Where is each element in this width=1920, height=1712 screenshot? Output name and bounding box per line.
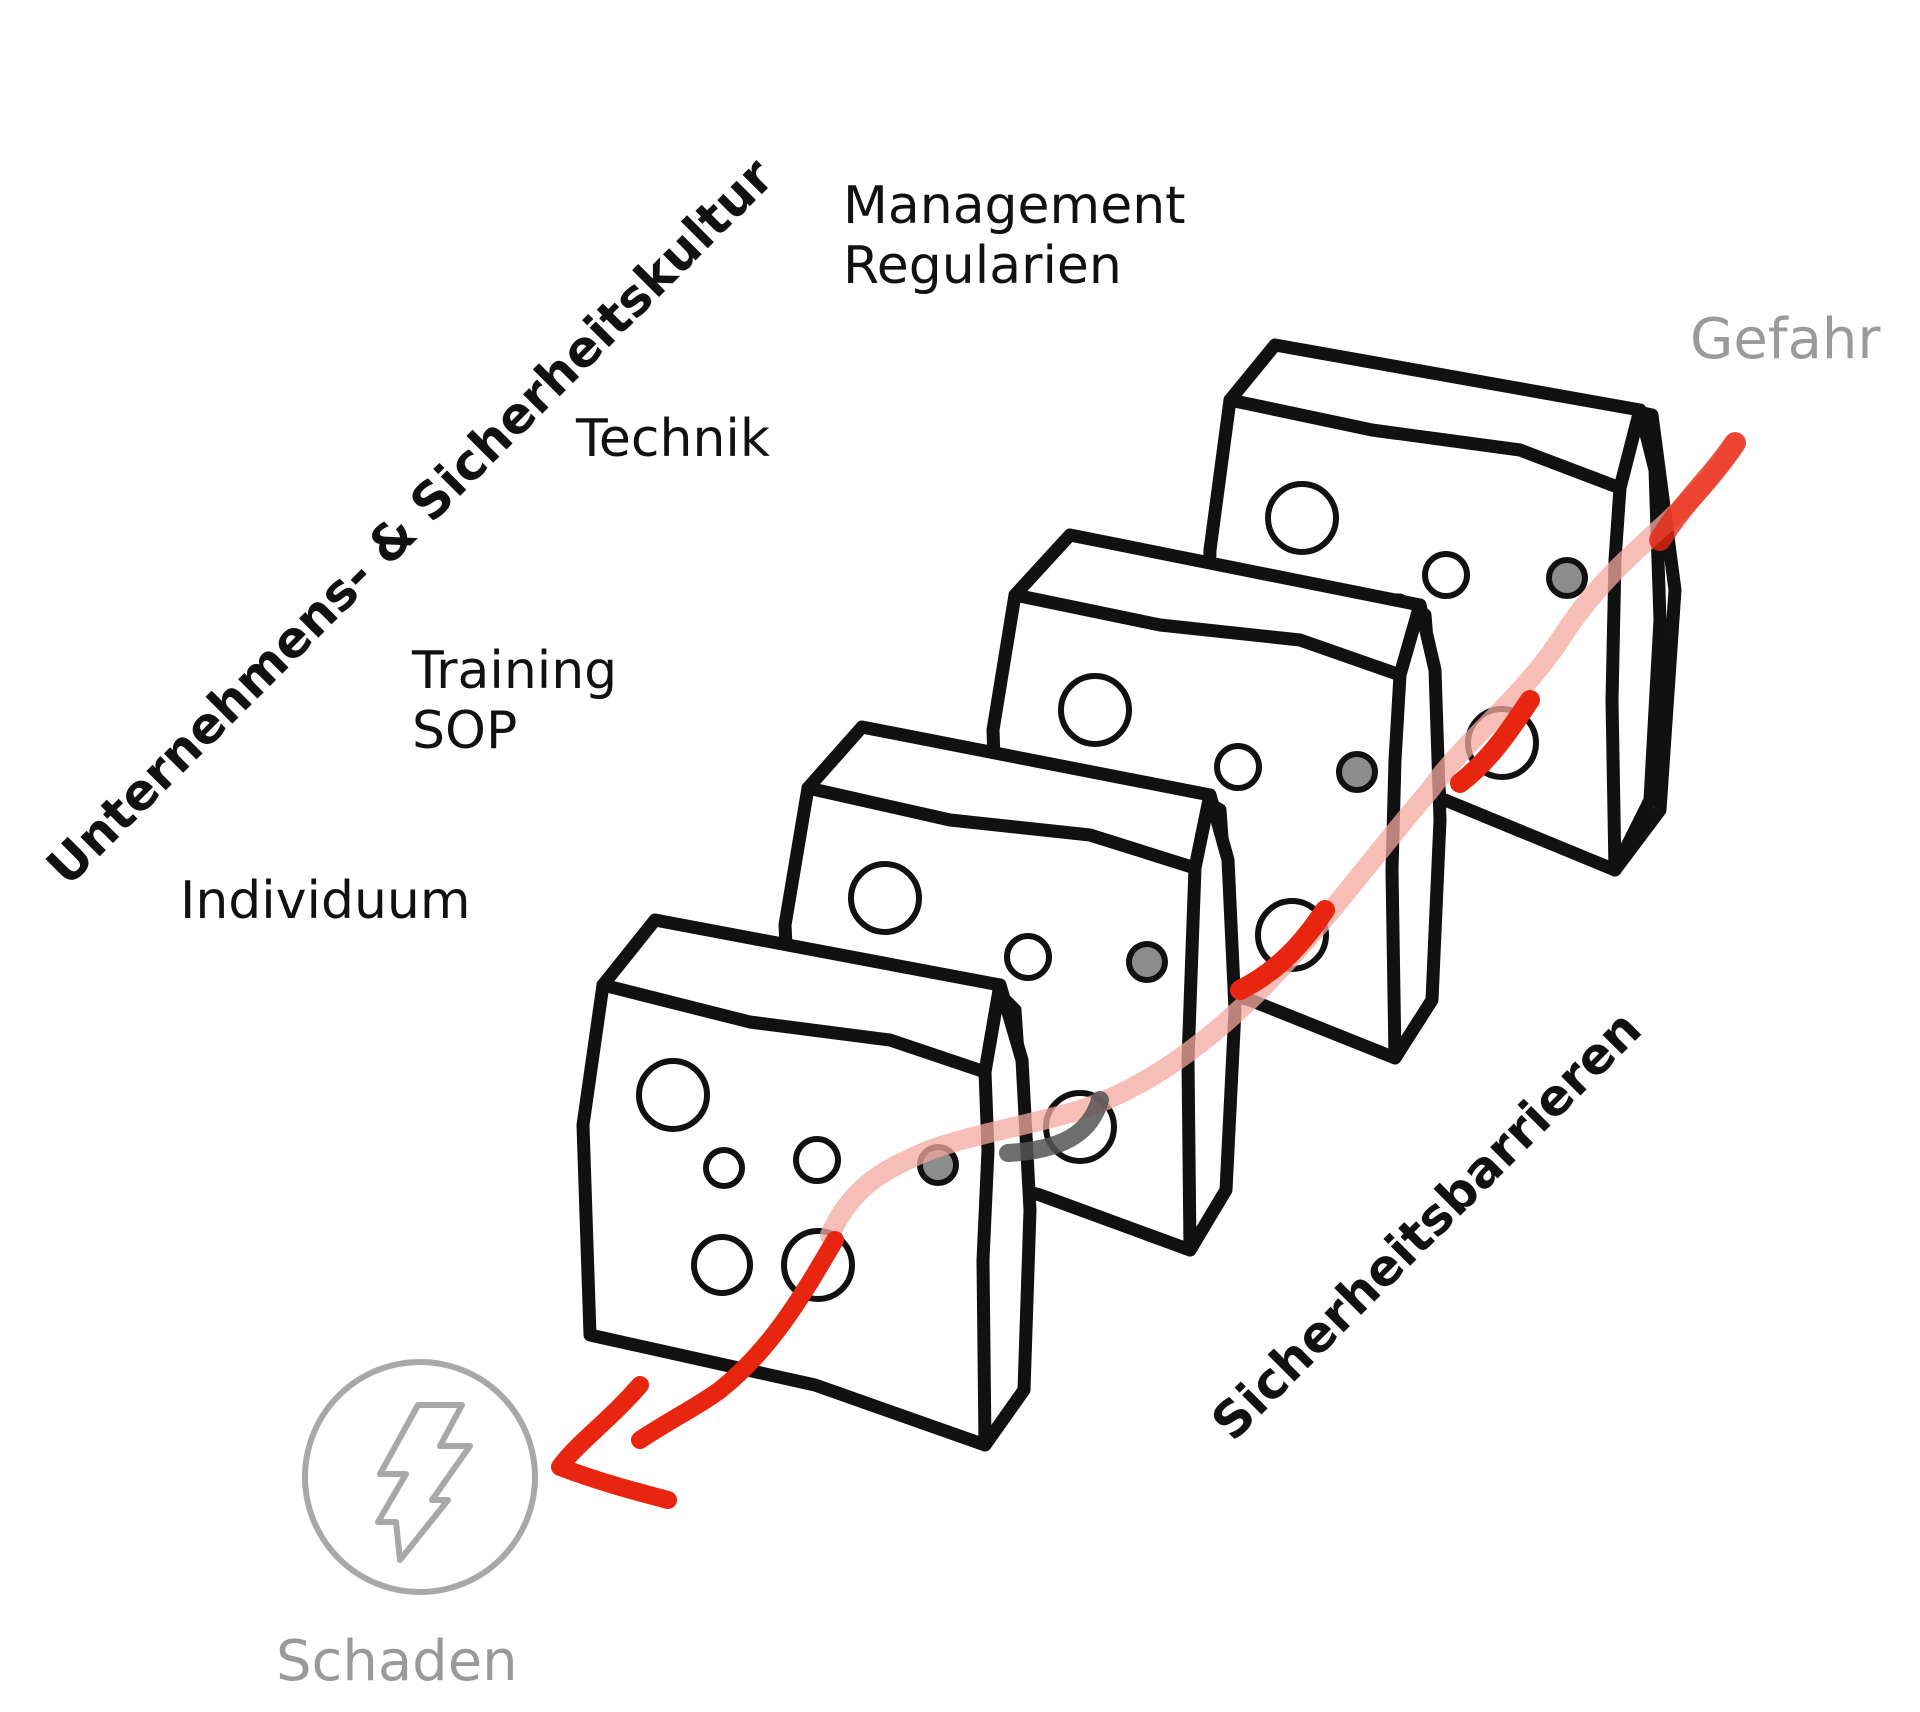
barrier-slab-individuum — [576, 913, 1037, 1452]
lightning-bolt-icon — [375, 1402, 473, 1563]
damage-circle — [302, 1359, 538, 1595]
layer-label-training: Training — [411, 641, 617, 701]
hole-large — [1265, 481, 1339, 555]
hole-large — [1058, 673, 1132, 747]
hole-medium — [691, 1234, 753, 1296]
damage-label: Schaden — [276, 1629, 518, 1694]
culture-label: Unternehmens- & Sicherheitskultur — [35, 147, 785, 897]
trajectory-blocked-segment — [999, 1091, 1109, 1162]
layer-label-individuum: Individuum — [180, 871, 471, 931]
hole-large — [848, 861, 922, 935]
layer-label-management: Management — [843, 176, 1186, 236]
hole-small — [1214, 743, 1262, 791]
layer-labels: Management Regularien Technik Training S… — [180, 176, 1186, 931]
trajectory-active-3 — [1230, 900, 1335, 1000]
trajectory-active-4 — [631, 1231, 844, 1449]
layer-label-technik: Technik — [575, 409, 770, 469]
hole-small — [703, 1147, 745, 1189]
trajectory-arrow-head — [551, 1376, 677, 1509]
hole-small — [793, 1136, 841, 1184]
layer-label-regularien: Regularien — [843, 236, 1122, 296]
hole-blocked — [1126, 941, 1168, 983]
hole-small — [1422, 551, 1470, 599]
trajectory-active-1 — [1649, 432, 1746, 551]
barrier-slab-management — [1198, 338, 1682, 877]
hole-blocked — [1336, 751, 1378, 793]
hole-large — [636, 1058, 710, 1132]
hole-blocked — [1546, 557, 1588, 599]
hazard-trajectory — [551, 432, 1746, 1509]
barriers-label: Sicherheitsbarrieren — [1200, 999, 1652, 1451]
trajectory-active-2 — [1450, 690, 1540, 793]
hazard-label: Gefahr — [1690, 307, 1881, 372]
hole-small — [1004, 933, 1052, 981]
layer-label-sop: SOP — [412, 701, 517, 761]
